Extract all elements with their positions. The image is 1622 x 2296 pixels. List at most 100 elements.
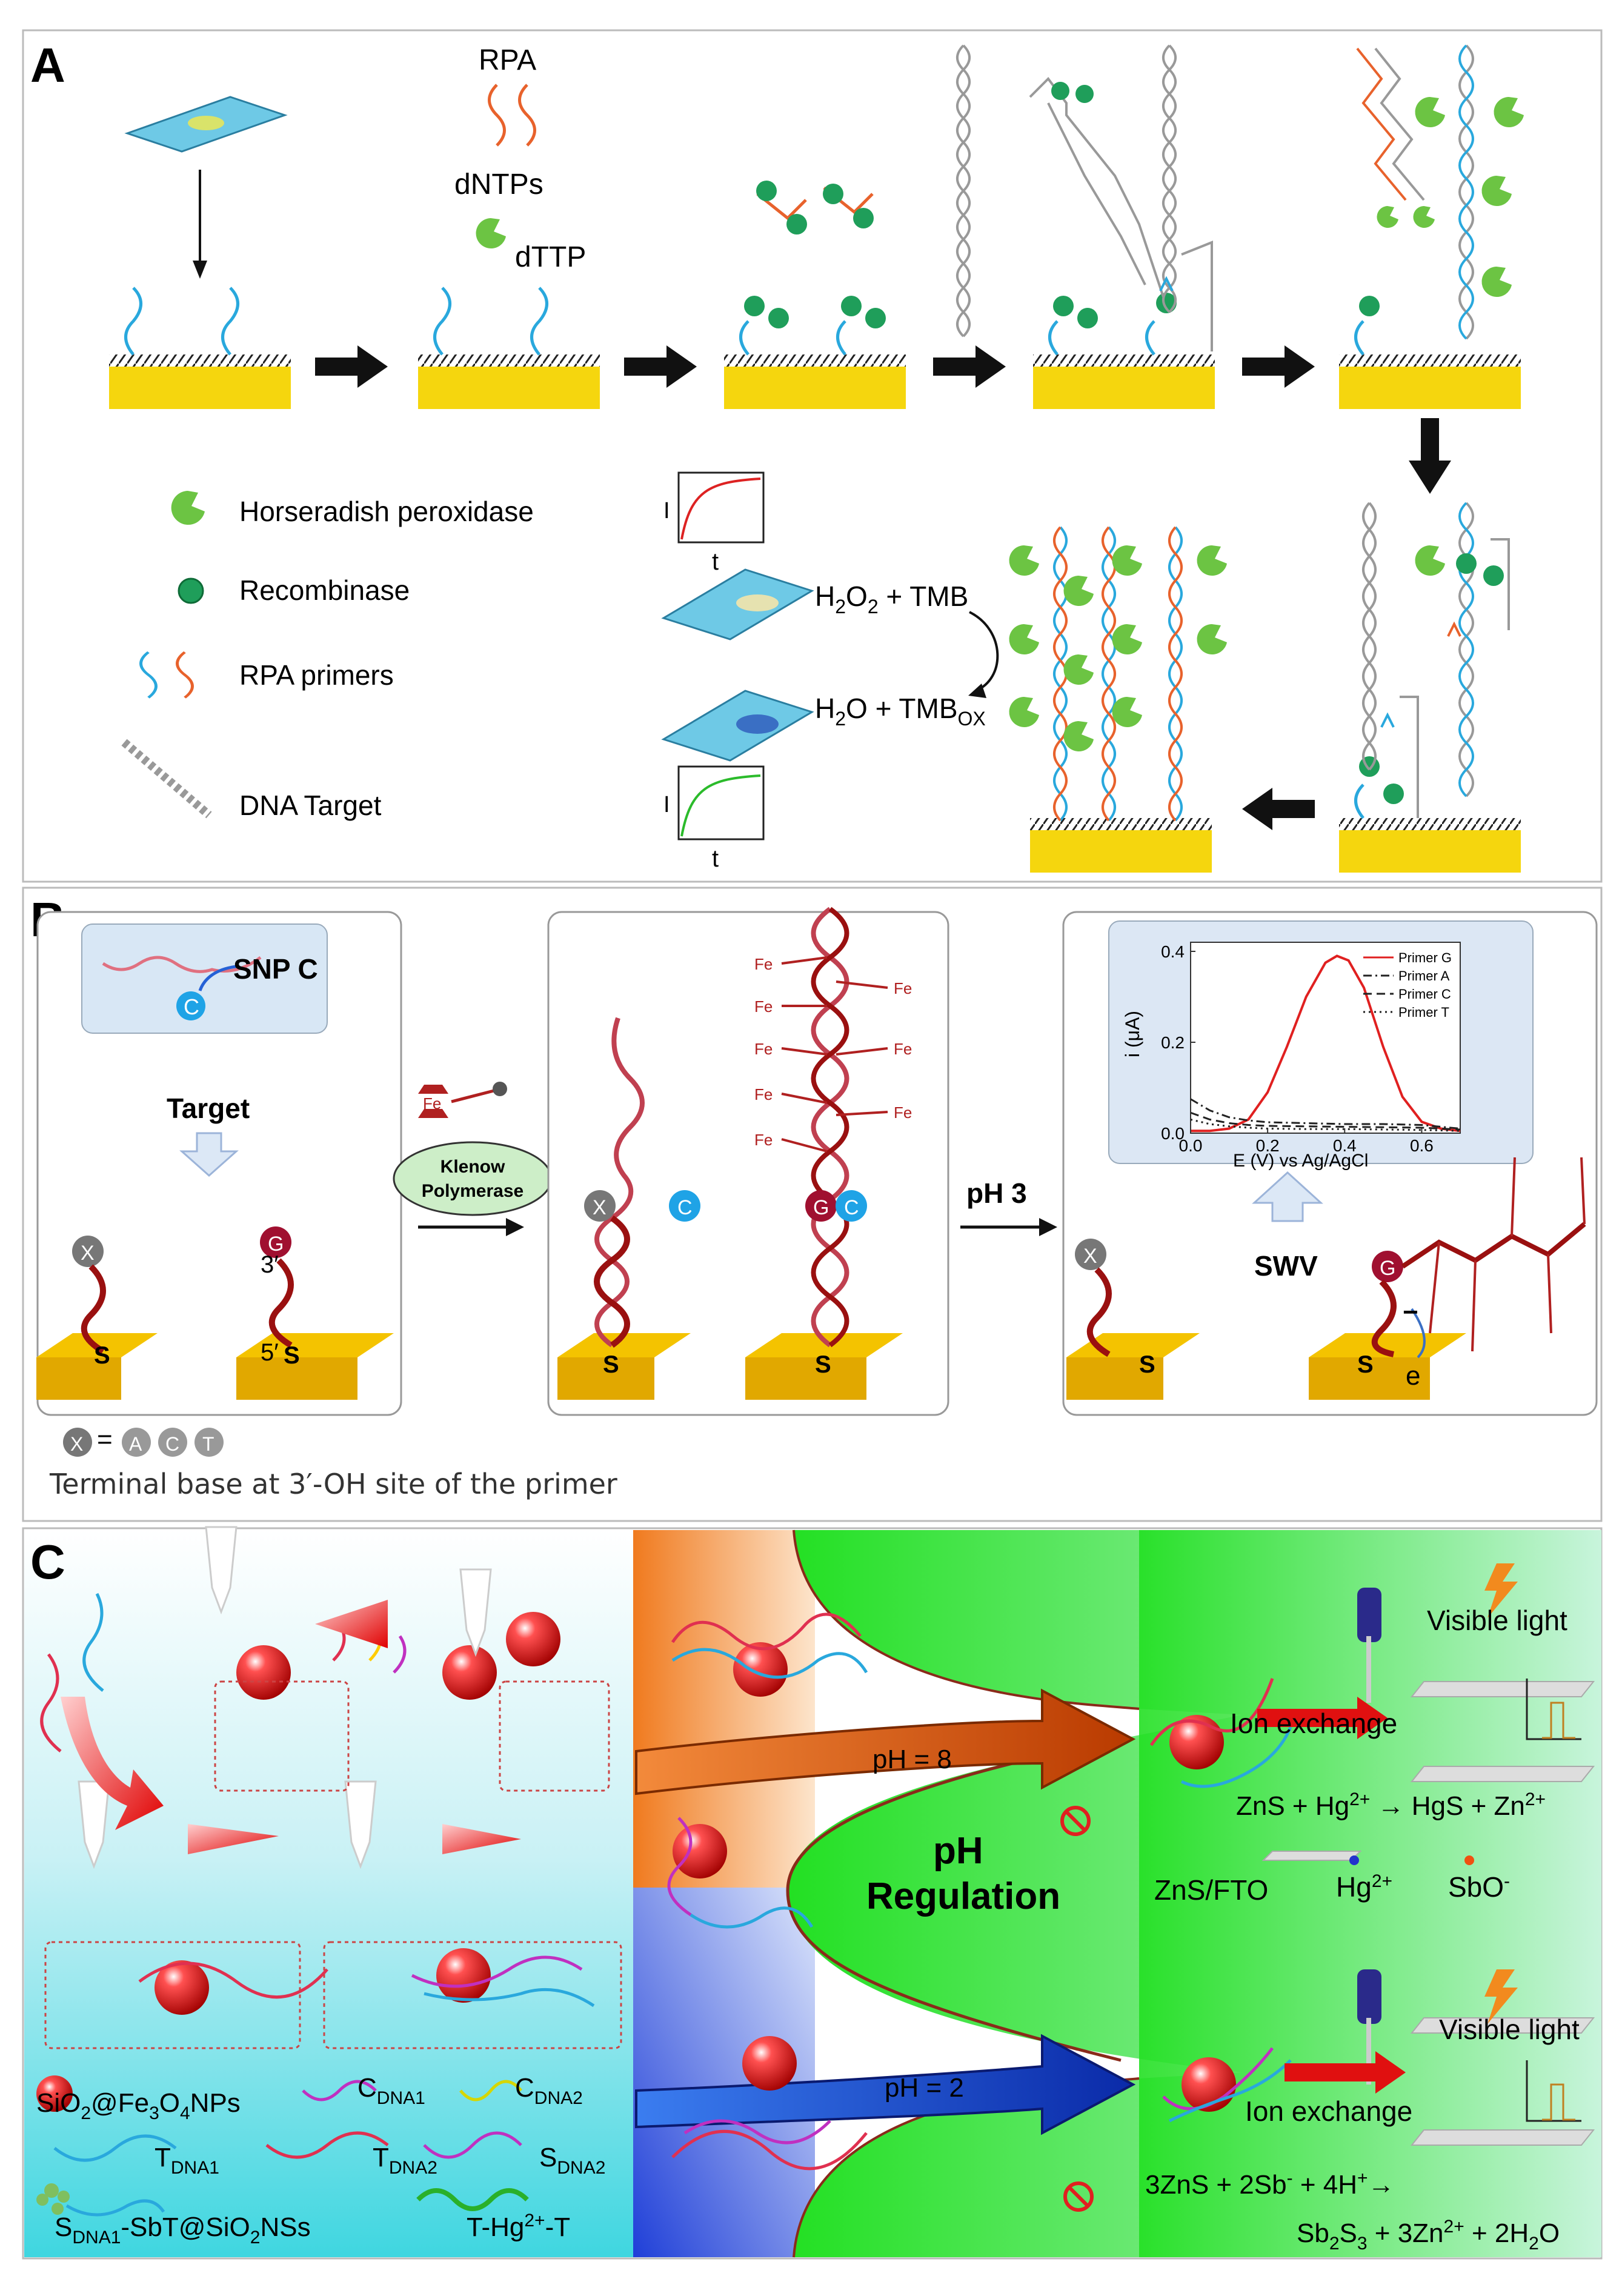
fe-label-8: Fe (894, 1040, 912, 1058)
klenow-label-1: Klenow (440, 1157, 505, 1177)
dotted-box-4 (323, 1941, 622, 2049)
helix-b-2b (811, 907, 849, 1348)
dna-strands-c (40, 1592, 1292, 2171)
red-arrows (61, 1600, 521, 1854)
recombinase-icon (178, 577, 204, 604)
reaction-curved-arrow (969, 611, 999, 692)
base-c-icon-3 (836, 1190, 867, 1222)
panel-b-caption: Terminal base at 3′-OH site of the prime… (49, 1468, 617, 1500)
fe-dntp-icon: Fe (418, 1082, 507, 1118)
rpa-primers-icon (139, 651, 158, 699)
legend-tdna1-icon (53, 2134, 177, 2162)
electrode-b-4 (745, 1333, 903, 1400)
primer-x (81, 1264, 106, 1354)
legend-dna-target: DNA Target (239, 790, 382, 821)
arrowhead-b-2 (1039, 1218, 1057, 1236)
base-x-icon (72, 1236, 104, 1267)
dna-target-icon (121, 739, 212, 819)
s-label-5: S (1139, 1351, 1155, 1378)
swv-xlabel: E (V) vs Ag/AgCl (1233, 1151, 1368, 1171)
panel-c-letter: C (30, 1535, 65, 1589)
chip-top-spot (736, 594, 779, 611)
lightning-icons (1484, 1563, 1518, 2024)
legend-label-4: Primer T (1398, 1005, 1449, 1020)
fe-label-1: Fe (423, 1094, 441, 1113)
hrp-icon (171, 491, 205, 525)
arrowhead-chip (193, 261, 207, 279)
plot-top-y: I (663, 498, 670, 524)
x-tick-label-2: 0.2 (1256, 1136, 1280, 1155)
ph-regulation-1: pH (933, 1830, 983, 1872)
s-label-2: S (284, 1342, 300, 1369)
snp-callout (81, 923, 328, 1034)
ferrocene-links (781, 956, 888, 1153)
x-legend-eq: = (97, 1425, 113, 1454)
swv-ylabel: i (μA) (1122, 1011, 1143, 1057)
label-rpa: RPA (479, 44, 536, 76)
ph-regulation-2: Regulation (866, 1875, 1060, 1917)
ph8-label: pH = 8 (872, 1745, 952, 1774)
series-line-3 (1190, 1111, 1461, 1131)
s-label-6: S (1357, 1351, 1374, 1378)
hg-label: Hg2+ (1336, 1871, 1392, 1903)
legend-recombinase: Recombinase (239, 574, 410, 606)
base-x-letter: X (81, 1242, 95, 1265)
extended-strand (1401, 1222, 1586, 1269)
ph-regulation: pH Regulation (866, 1830, 1060, 1917)
peak-plot-1 (1526, 1679, 1581, 1740)
plot-top-curve (680, 478, 761, 540)
electrode-b-2 (236, 1333, 394, 1400)
legend-cdna2-icon (459, 2080, 522, 2101)
plot-bottom-y: I (663, 792, 670, 817)
dttp-hrp-icon (476, 218, 506, 248)
reaction-top: H2O2 + TMB (815, 581, 968, 617)
tubes (78, 1526, 492, 1869)
label-dttp: dTTP (515, 241, 586, 273)
snp-c-icon (176, 991, 205, 1020)
legend-np: SiO2@Fe3O4NPs (36, 2088, 241, 2123)
pipettes (1357, 1588, 1381, 2085)
electrode-step-5 (1339, 44, 1524, 409)
primer-g (268, 1258, 294, 1348)
hg-icon (1349, 1855, 1359, 1865)
electrode-step-1 (109, 287, 291, 409)
base-g-letter-2: G (813, 1196, 829, 1219)
visible-light-1: Visible light (1427, 1605, 1567, 1636)
base-g-letter: G (268, 1233, 284, 1256)
rpa-primer-orange-2 (518, 84, 536, 147)
arrow-a-down (1409, 418, 1451, 494)
plot-bottom-x: t (712, 845, 719, 872)
ion-exchange-1: Ion exchange (1230, 1708, 1397, 1739)
electrode-step-6 (1339, 502, 1521, 873)
fe-label-3: Fe (754, 997, 773, 1016)
electrode-b-5 (1066, 1333, 1200, 1400)
legend-label-3: Primer C (1398, 987, 1451, 1002)
ferrocene-tails (1429, 1157, 1586, 1352)
klenow-label-2: Polymerase (422, 1181, 523, 1201)
x-legend-x: X (70, 1433, 83, 1455)
primer-g-3 (1371, 1279, 1397, 1357)
arrow-a-left (1242, 788, 1315, 830)
x-legend-t: T (202, 1433, 214, 1455)
target-arrow (179, 1132, 239, 1177)
x-legend-a: A (129, 1433, 142, 1455)
s-label-4: S (815, 1351, 831, 1378)
series-line-2 (1190, 1098, 1461, 1130)
chip-bottom-spot (736, 714, 779, 734)
legend-cdna2: CDNA2 (515, 2073, 583, 2108)
plot-top-x: t (712, 548, 719, 575)
legend-cdna1: CDNA1 (357, 2073, 425, 2108)
peak-plot-2 (1526, 2060, 1581, 2122)
x-tick-label-1: 0.0 (1179, 1136, 1203, 1155)
legend-tdna2: TDNA2 (373, 2143, 437, 2178)
panel-a-frame (22, 29, 1603, 883)
legend-nss-icon (36, 2183, 70, 2215)
legend-sdna2-icon (423, 2131, 522, 2159)
fe-label-9: Fe (894, 1103, 912, 1122)
legend-thgt-icon (416, 2188, 529, 2211)
zns-fto-label: ZnS/FTO (1154, 1874, 1268, 1906)
helix-b-1b (594, 1215, 630, 1348)
